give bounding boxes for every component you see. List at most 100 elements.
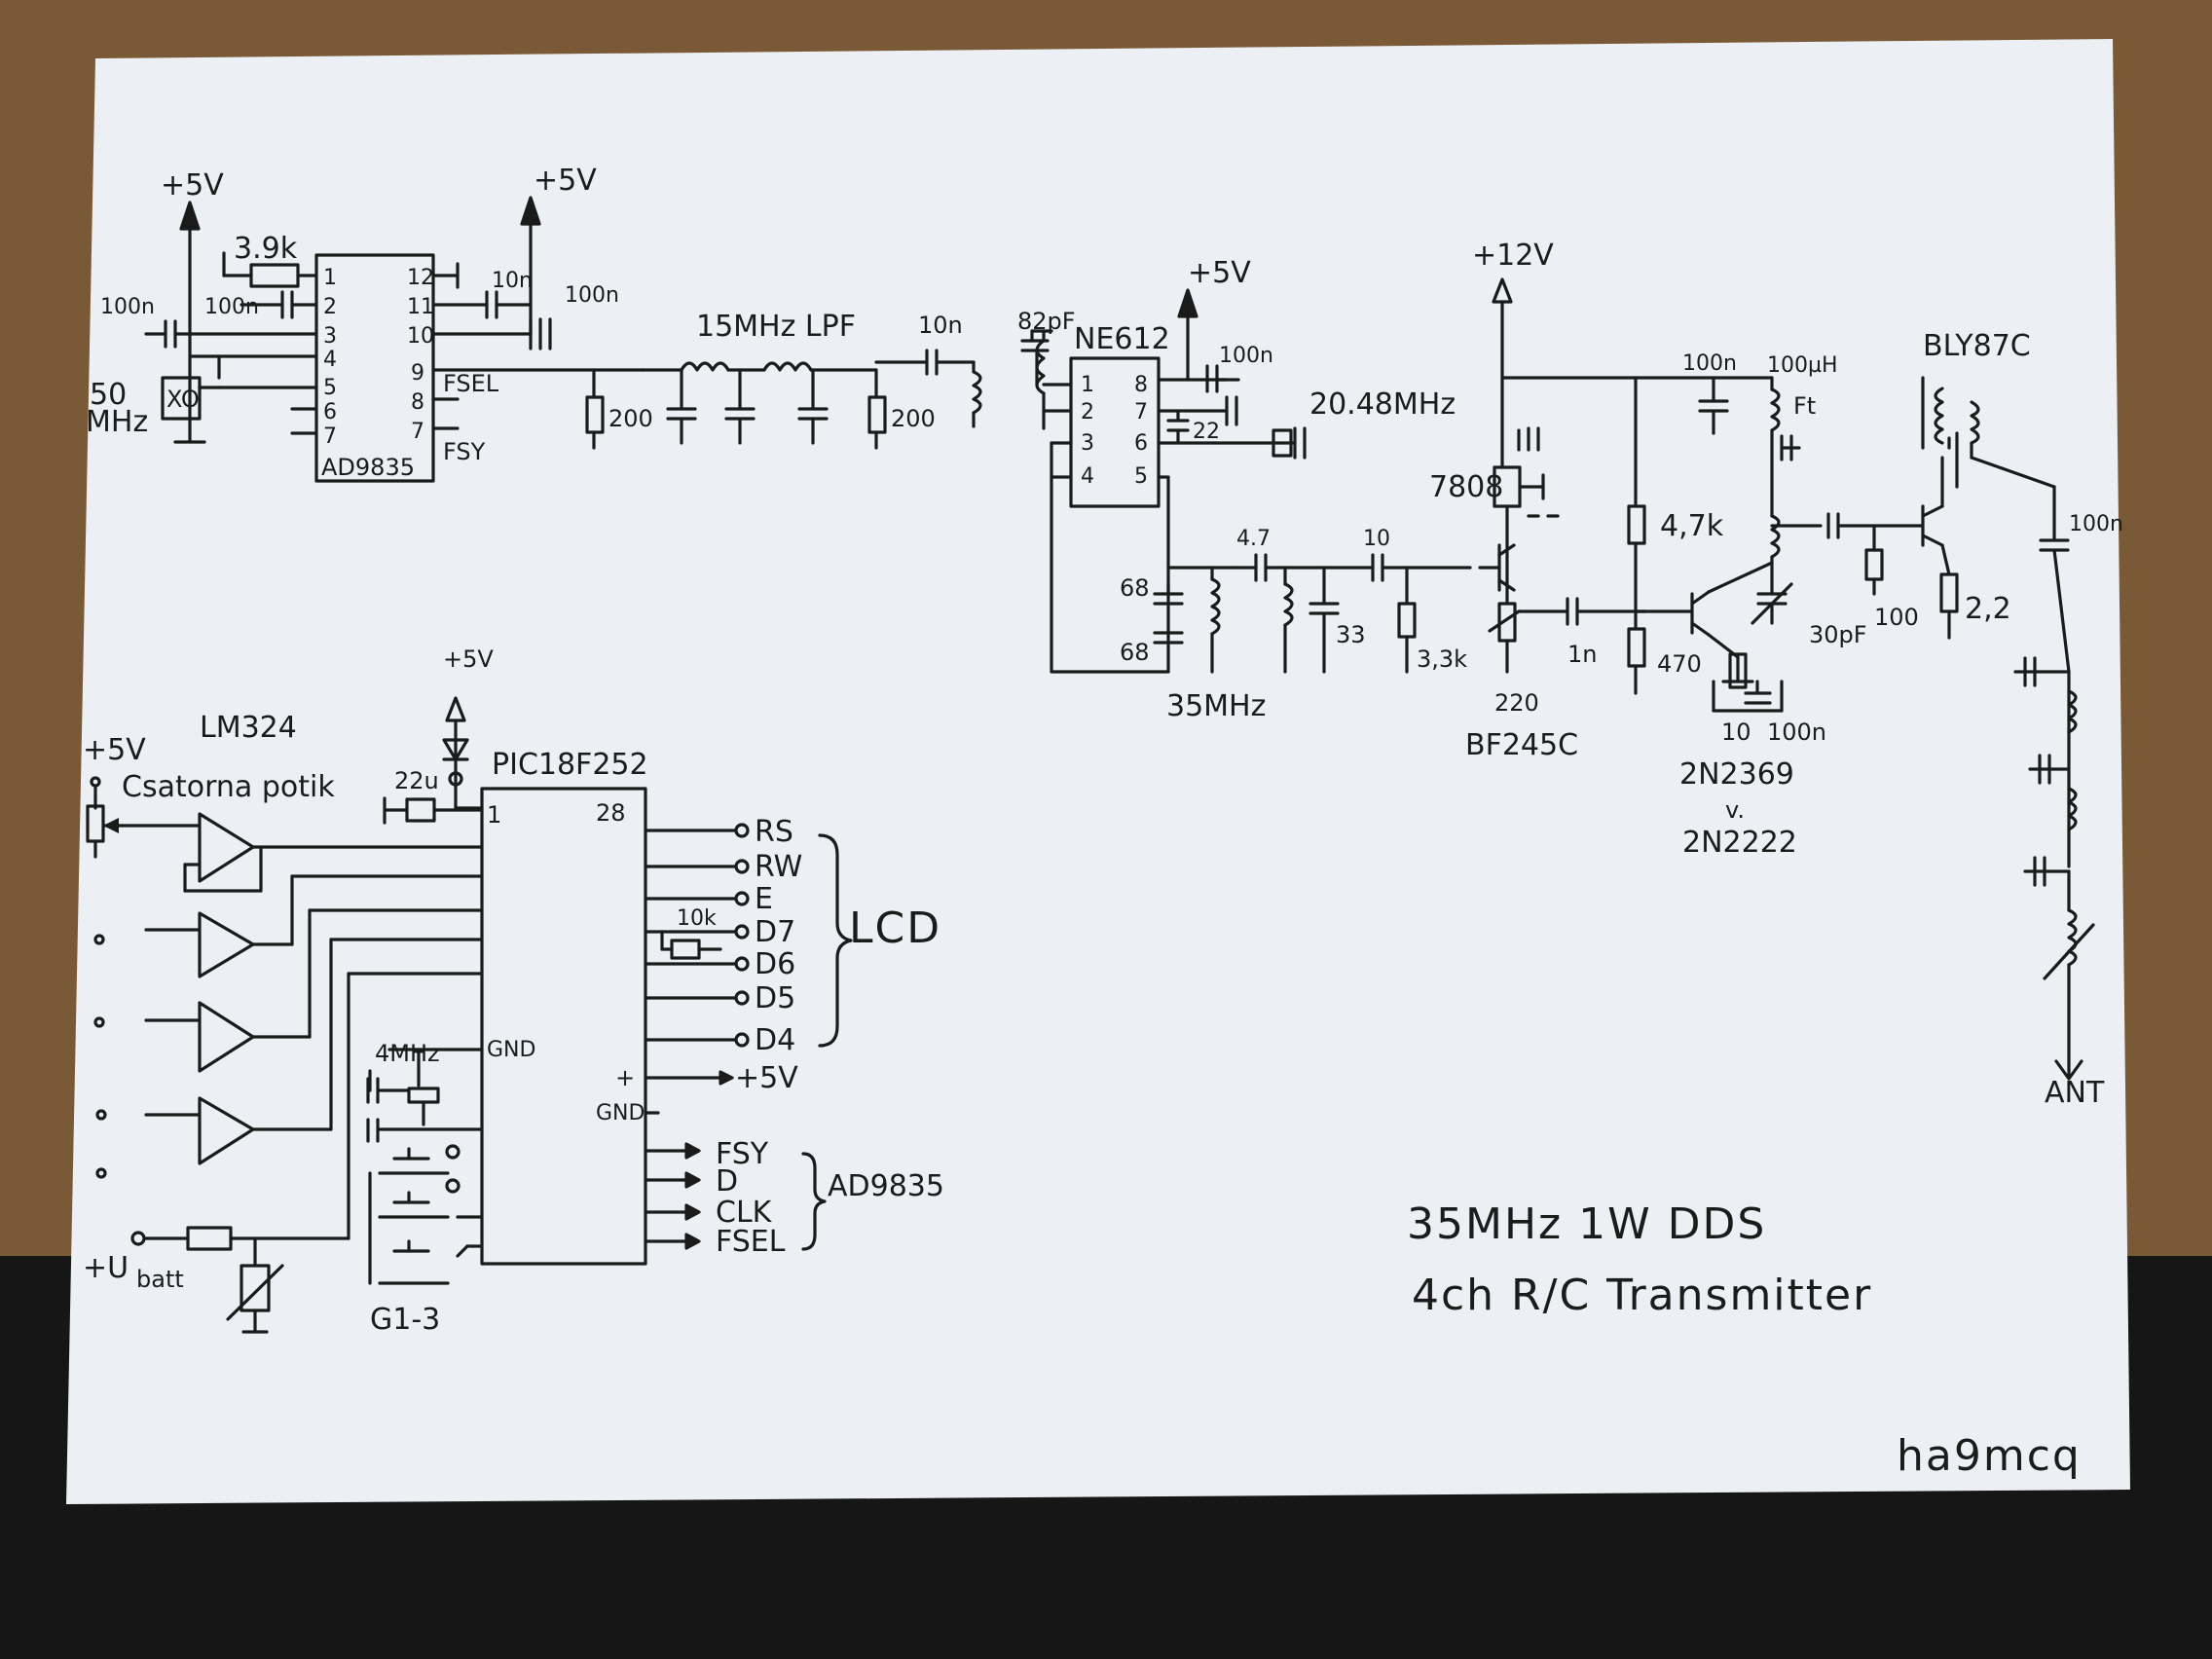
r-470-label: 470	[1657, 650, 1702, 678]
lcd-pin-label: RW	[755, 850, 802, 884]
c-33-label: 33	[1336, 621, 1366, 648]
ne612-pin-right: 8	[1134, 373, 1148, 397]
r-4-7k-label: 4,7k	[1660, 509, 1724, 543]
ubatt-sub-label: batt	[136, 1266, 184, 1293]
antenna-label: ANT	[2045, 1076, 2105, 1110]
ne612-chip	[1069, 356, 1161, 508]
r-2-2-label: 2,2	[1965, 592, 2011, 626]
ne612-pin-right: 7	[1134, 400, 1148, 424]
lcd-pin-label: D4	[755, 1023, 795, 1057]
coupling-c-label: 10n	[918, 312, 963, 339]
fsy-label: FSY	[443, 438, 486, 465]
pot-label: Csatorna potik	[122, 770, 335, 804]
signature: ha9mcq	[1897, 1431, 2082, 1481]
switches-label: G1-3	[370, 1303, 440, 1337]
c-10-emitter-label: 10	[1721, 719, 1751, 746]
lcd-label: LCD	[849, 903, 941, 953]
lcd-pin-label: RS	[755, 815, 793, 849]
r-3-9k-label: 3.9k	[234, 232, 298, 266]
ne612-pin-left: 2	[1081, 400, 1094, 424]
trim-10k-label: 10k	[677, 906, 717, 931]
xo-label: XO	[166, 386, 200, 413]
r-220-label: 220	[1494, 689, 1539, 717]
gnd-right-label: GND	[596, 1101, 645, 1125]
ad9835-pin-left: 2	[323, 295, 337, 319]
c68-label-2: 68	[1120, 639, 1150, 666]
ad9835-supply-label-2: +5V	[534, 164, 597, 198]
c-100n-top-label: 100n	[1682, 351, 1737, 376]
supply-12v-label: +12V	[1472, 239, 1554, 273]
ad9835-pin-right: 11	[407, 295, 434, 319]
c-100n-label-1: 100n	[100, 295, 155, 319]
ne612-pin-left: 1	[1081, 373, 1094, 397]
pic18f252-chip	[480, 787, 647, 1266]
ad9835-chip-label: AD9835	[321, 454, 415, 481]
lpf-label: 15MHz LPF	[696, 310, 856, 344]
ne612-pin-left: 4	[1081, 464, 1094, 489]
pot-supply-label: +5V	[83, 733, 146, 767]
c-22u-label: 22u	[394, 767, 439, 794]
lcd-pin-label: D7	[755, 915, 795, 949]
lcd-pin-label: E	[755, 882, 773, 916]
ad9835-pin-left: 6	[323, 400, 337, 424]
ad9835-pin-left: 7	[323, 424, 337, 449]
pic-pin1-label: 1	[487, 801, 501, 829]
osc-freq-label-1: 50	[90, 378, 127, 412]
lpf-r2-label: 200	[891, 405, 936, 432]
c-100n-emitter-label: 100n	[1767, 719, 1826, 746]
bjt-a-label: 2N2369	[1679, 757, 1794, 792]
c-1n-label: 1n	[1567, 641, 1597, 668]
ne612-supply-label: +5V	[1188, 256, 1251, 290]
ne612-chip-label: NE612	[1074, 322, 1170, 356]
c-10-label: 10	[1363, 527, 1390, 551]
c-100n-label-2: 100n	[204, 295, 259, 319]
ad9835-pin-right: 9	[411, 361, 424, 386]
ad9835-pin-right: 12	[407, 266, 434, 290]
c-4-7-label: 4.7	[1236, 527, 1271, 551]
ad9835-supply-label: +5V	[161, 168, 224, 203]
choke-label: 100µH	[1767, 353, 1838, 378]
ne612-cap-label: 100n	[1219, 344, 1273, 368]
c-100n-label-3: 100n	[565, 283, 619, 308]
pic-chip-label: PIC18F252	[492, 748, 648, 782]
ad9835-pin-right: 8	[411, 390, 424, 415]
ne612-pin-left: 3	[1081, 431, 1094, 456]
ad9835-pin-left: 1	[323, 266, 337, 290]
c68-label-1: 68	[1120, 574, 1150, 602]
bjt-b-label: 2N2222	[1682, 826, 1797, 860]
pic-supply-label: +5V	[443, 645, 494, 673]
osc-freq-label-2: MHz	[86, 405, 148, 439]
title-line-2: 4ch R/C Transmitter	[1412, 1271, 1872, 1320]
bjt-or-label: v.	[1725, 796, 1745, 824]
tank-freq-label: 35MHz	[1166, 689, 1266, 723]
r-100-label: 100	[1874, 604, 1919, 631]
plus-label: +	[615, 1064, 635, 1091]
lcd-pin-label: D6	[755, 947, 795, 981]
crystal-label: 20.48MHz	[1309, 387, 1456, 422]
ad9835-pin-left: 3	[323, 324, 337, 349]
ad9835-pin-right: 7	[411, 420, 424, 444]
fet-label: BF245C	[1465, 728, 1578, 762]
xtal-label: 4MHz	[375, 1040, 440, 1067]
dds-group-label: AD9835	[828, 1169, 944, 1203]
dds-pin-label: CLK	[716, 1196, 773, 1230]
pa-transistor-label: BLY87C	[1923, 329, 2031, 363]
ad9835-pin-left: 4	[323, 348, 337, 372]
xo-oscillator	[161, 376, 202, 421]
title-line-1: 35MHz 1W DDS	[1407, 1199, 1766, 1249]
ft-label: Ft	[1793, 392, 1816, 420]
pic-pin28-label: 28	[596, 799, 626, 827]
lpf-r1-label: 200	[608, 405, 653, 432]
ad9835-pin-right: 10	[407, 324, 434, 349]
dds-pin-label: FSY	[716, 1137, 769, 1171]
ne612-pin-right: 5	[1134, 464, 1148, 489]
lcd-pin-label: D5	[755, 981, 795, 1015]
fsel-label: FSEL	[443, 370, 499, 397]
c-30pf-label: 30pF	[1809, 621, 1867, 648]
dds-pin-label: FSEL	[716, 1225, 786, 1259]
dds-pin-label: D	[716, 1164, 738, 1198]
ad9835-chip	[314, 253, 435, 483]
c-10n-label: 10n	[492, 269, 533, 293]
gnd-left-label: GND	[487, 1038, 535, 1062]
